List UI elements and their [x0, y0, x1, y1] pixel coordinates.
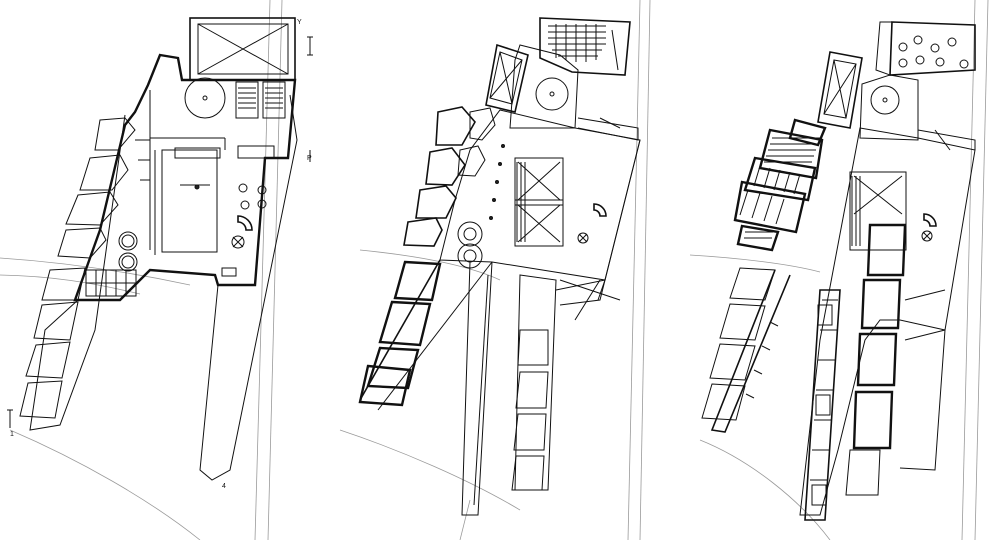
atrium — [161, 149, 218, 253]
round-hall-3 — [870, 85, 900, 115]
west-pods — [19, 117, 136, 419]
tiered-seating-blocks — [733, 118, 827, 252]
level-3-slab — [799, 127, 976, 516]
round-tables-west — [118, 231, 138, 272]
ramp-left-2 — [461, 261, 493, 516]
level-1-perimeter — [73, 53, 297, 302]
plan-level-2 — [358, 17, 641, 516]
terrace-outline-west — [29, 114, 126, 431]
round-hall — [535, 77, 569, 111]
lift-symbol-3 — [921, 230, 933, 242]
gallery-frames-3 — [852, 223, 907, 450]
spiral-stair — [237, 215, 253, 231]
stair-tower-3 — [817, 51, 863, 129]
lift-symbol — [231, 235, 245, 249]
meeting-round-1 — [457, 221, 483, 247]
spiral-stair-3 — [923, 213, 937, 227]
axis-label-4: 4 — [222, 483, 226, 490]
spiral-stair-2 — [593, 203, 607, 217]
roof-box-x — [189, 17, 296, 81]
plan-level-3 — [701, 21, 976, 521]
plan-level-1: Y P 1 4 — [7, 17, 313, 490]
auditorium — [539, 17, 631, 76]
table-cluster-east — [238, 183, 267, 210]
west-studios — [403, 106, 496, 247]
cantilever-frames-2 — [358, 260, 442, 407]
axis-label-1: 1 — [10, 431, 14, 438]
round-room — [184, 77, 226, 119]
roof-terrace-trees — [875, 21, 976, 76]
lower-boxes-2 — [511, 329, 549, 491]
axis-label-p: P — [307, 155, 312, 162]
axis-label-y: Y — [297, 19, 302, 26]
stair-block-1 — [235, 81, 286, 119]
stair-tower-2 — [485, 43, 529, 113]
ramp-outline-east — [199, 94, 298, 481]
axis-mark-top — [307, 36, 313, 56]
ramp-rooms-3 — [804, 289, 841, 521]
lift-symbol-2 — [577, 232, 589, 244]
column-dots — [489, 144, 505, 220]
central-void — [514, 157, 564, 247]
central-void-3 — [849, 171, 907, 251]
ramp-right-2 — [514, 274, 557, 491]
office-desks — [85, 269, 137, 297]
west-pods-3 — [701, 267, 776, 421]
